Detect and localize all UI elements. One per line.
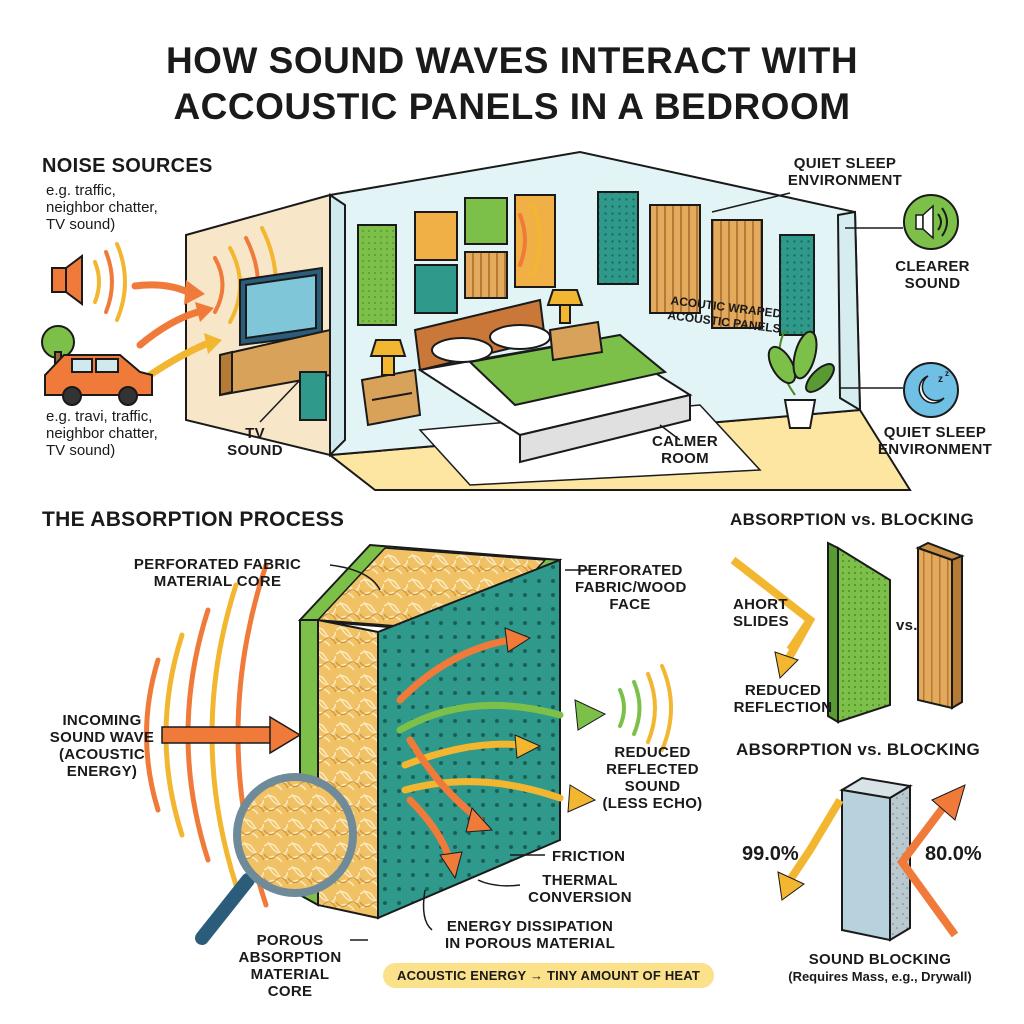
absorption-heading: THE ABSORPTION PROCESS bbox=[42, 508, 345, 531]
tv-sound-label: TV SOUND bbox=[227, 425, 283, 459]
energy-dissipation-label: ENERGY DISSIPATION IN POROUS MATERIAL bbox=[444, 918, 616, 952]
incoming-wave-label: INCOMING SOUND WAVE (ACOUSTIC ENERGY) bbox=[49, 712, 155, 780]
car-noise-examples: e.g. travi, traffic, neighbor chatter, T… bbox=[46, 408, 158, 459]
plant-icon bbox=[767, 329, 835, 429]
svg-text:z: z bbox=[945, 369, 949, 378]
svg-text:z: z bbox=[938, 374, 943, 385]
clearer-sound-label: CLEARER SOUND bbox=[895, 258, 970, 292]
comparison-heading-bottom: ABSORPTION vs. BLOCKING bbox=[736, 740, 980, 759]
vs-label: vs. bbox=[896, 617, 918, 634]
panel-cross-section bbox=[144, 543, 673, 945]
quiet-sleep-right-label: QUIET SLEEP ENVIRONMENT bbox=[877, 424, 993, 458]
absorption-percentage: 99.0% bbox=[742, 843, 799, 865]
speaker-icon bbox=[51, 254, 83, 306]
short-slides-label: AHORT SLIDES bbox=[733, 596, 789, 630]
face-label: PERFORATED FABRIC/WOOD FACE bbox=[575, 562, 687, 613]
friction-label: FRICTION bbox=[552, 848, 626, 865]
core-label: PERFORATED FABRIC MATERIAL CORE bbox=[133, 556, 302, 590]
calmer-room-label: CALMER ROOM bbox=[652, 433, 718, 467]
reduced-reflection-label: REDUCED REFLECTION bbox=[733, 682, 833, 716]
heat-conversion-pill: ACOUSTIC ENERGY → TINY AMOUNT OF HEAT bbox=[383, 963, 715, 988]
sound-blocking-note: (Requires Mass, e.g., Drywall) bbox=[788, 969, 972, 984]
thermal-conversion-label: THERMAL CONVERSION bbox=[528, 872, 632, 906]
comparison-illustration bbox=[730, 541, 966, 942]
sound-blocking-title: SOUND BLOCKING bbox=[808, 951, 952, 968]
wall-panels bbox=[357, 191, 815, 336]
magnifier-icon bbox=[195, 773, 357, 945]
reflected-sound-label: REDUCED REFLECTED SOUND (LESS ECHO) bbox=[602, 744, 703, 812]
car-icon bbox=[41, 325, 153, 406]
noise-sources-heading: NOISE SOURCES bbox=[42, 155, 213, 177]
clearer-sound-icon bbox=[903, 194, 959, 250]
room-illustration: z z bbox=[41, 150, 959, 491]
page-title-line-2: ACCOUSTIC PANELS IN A BEDROOM bbox=[173, 86, 851, 127]
bed-icon bbox=[413, 298, 693, 464]
quiet-sleep-top-label: QUIET SLEEP ENVIRONMENT bbox=[787, 155, 903, 189]
porous-core-label: POROUS ABSORPTION MATERIAL CORE bbox=[238, 932, 342, 1000]
page-title-line-1: HOW SOUND WAVES INTERACT WITH bbox=[165, 40, 859, 81]
moon-icon: z z bbox=[903, 362, 959, 418]
blocking-percentage: 80.0% bbox=[925, 843, 982, 865]
comparison-heading-top: ABSORPTION vs. BLOCKING bbox=[730, 510, 974, 529]
noise-sources-examples: e.g. traffic, neighbor chatter, TV sound… bbox=[46, 182, 158, 233]
